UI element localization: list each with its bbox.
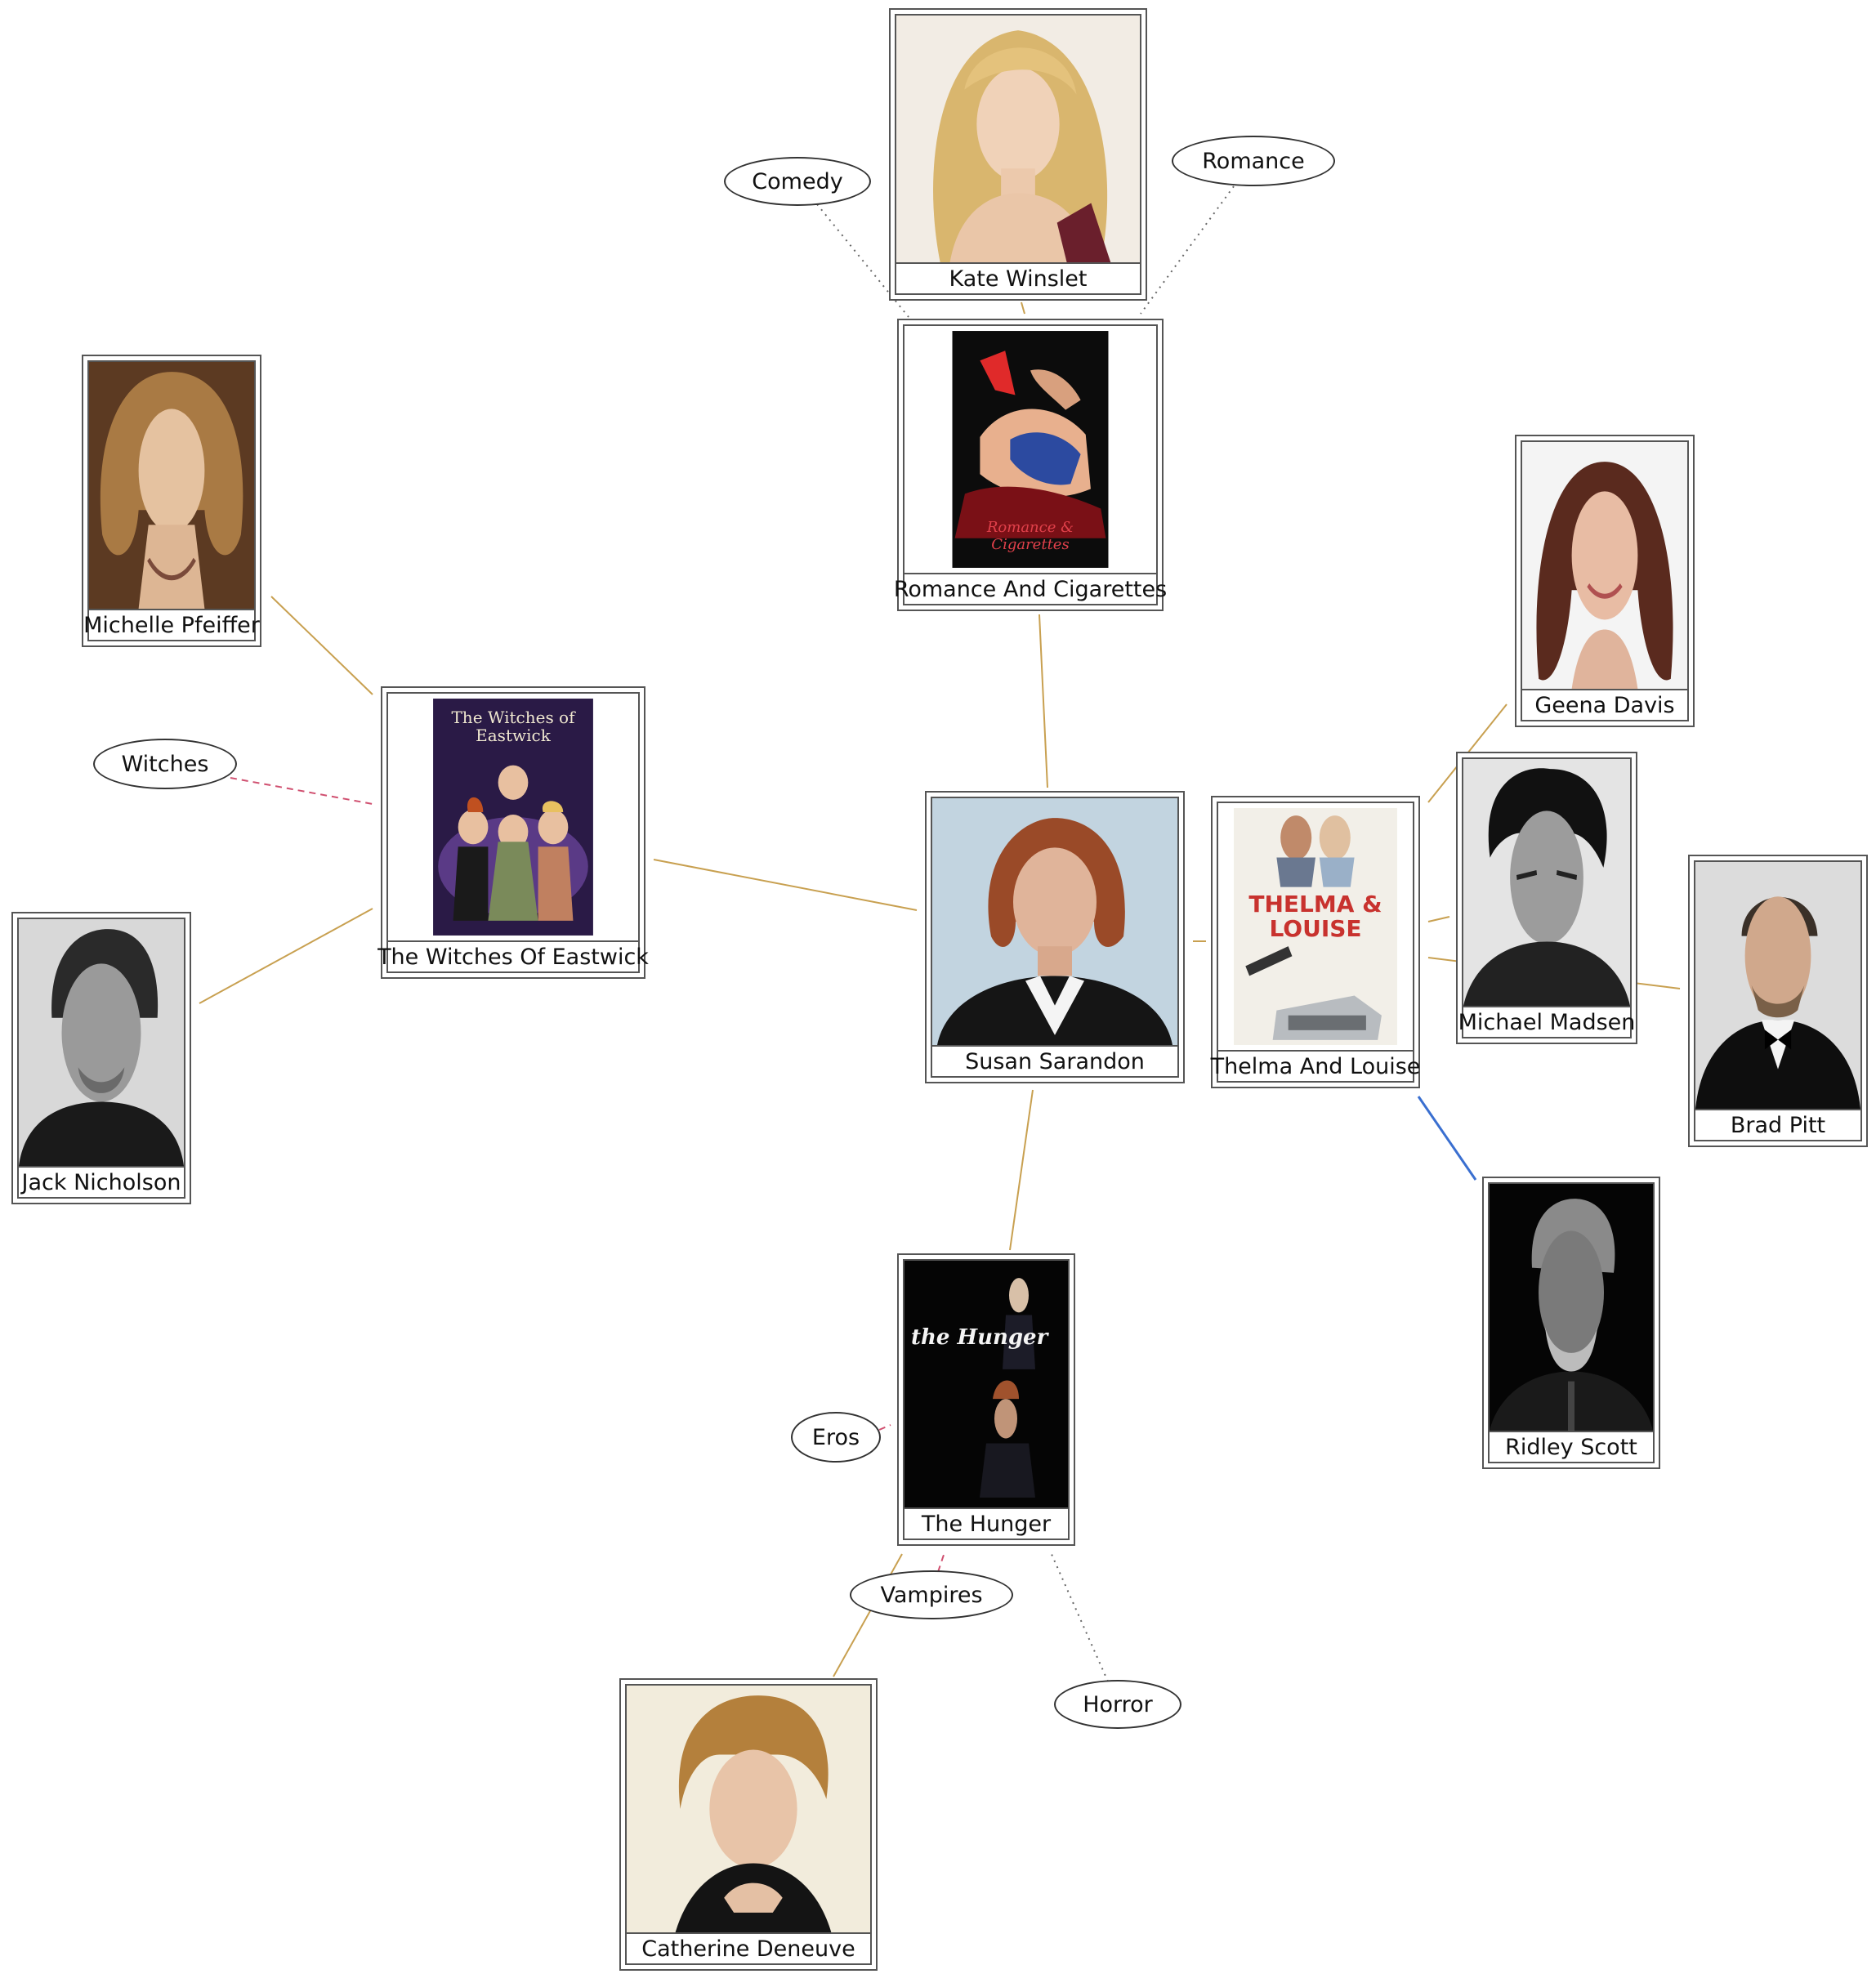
tag-horror[interactable]: Horror [1054, 1680, 1181, 1729]
person-node-jack-nicholson[interactable]: Jack Nicholson [11, 912, 191, 1204]
thelma-and-louise-poster: THELMA & LOUISE [1218, 803, 1413, 1050]
person-node-geena-davis[interactable]: Geena Davis [1515, 435, 1695, 727]
brad-pitt-portrait [1695, 862, 1860, 1109]
edge-comedy-romance-and-cigarettes [816, 203, 909, 318]
node-label: The Witches Of Eastwick [377, 940, 649, 971]
catherine-deneuve-portrait [627, 1686, 870, 1932]
poster-title-text: Romance & Cigarettes [986, 518, 1074, 553]
edge-witches-of-eastwick-susan-sarandon [653, 859, 918, 911]
person-node-ridley-scott[interactable]: Ridley Scott [1482, 1177, 1660, 1469]
node-label: Jack Nicholson [19, 1166, 184, 1197]
node-label: Romance And Cigarettes [894, 573, 1167, 604]
person-node-susan-sarandon[interactable]: Susan Sarandon [925, 791, 1185, 1083]
node-label: Susan Sarandon [932, 1045, 1177, 1076]
michelle-pfeiffer-portrait [89, 362, 254, 609]
edge-vampires-the-hunger [937, 1552, 945, 1573]
person-node-catherine-deneuve[interactable]: Catherine Deneuve [619, 1678, 878, 1971]
edge-kate-winslet-romance-and-cigarettes [1021, 301, 1025, 315]
witches-of-eastwick-poster: The Witches of Eastwick [388, 694, 638, 940]
susan-sarandon-portrait [932, 798, 1177, 1045]
node-label: Thelma And Louise [1211, 1050, 1420, 1081]
tag-comedy[interactable]: Comedy [724, 157, 871, 206]
ridley-scott-portrait [1490, 1184, 1653, 1431]
edge-eros-the-hunger [878, 1424, 891, 1431]
poster-title-text: the Hunger [911, 1324, 1048, 1350]
kate-winslet-portrait [896, 16, 1140, 262]
tag-eros[interactable]: Eros [791, 1412, 881, 1463]
edge-jack-nicholson-witches-of-eastwick [199, 908, 373, 1004]
node-label: Catherine Deneuve [627, 1932, 870, 1963]
movie-node-the-hunger[interactable]: the Hunger The Hunger [897, 1253, 1075, 1546]
edge-horror-the-hunger [1050, 1552, 1109, 1682]
poster-title-text: THELMA & LOUISE [1248, 890, 1382, 942]
geena-davis-portrait [1522, 442, 1687, 689]
romance-and-cigarettes-poster: Romance & Cigarettes [904, 326, 1156, 573]
edge-michael-madsen-thelma-and-louise [1427, 916, 1450, 922]
jack-nicholson-portrait [19, 919, 184, 1166]
person-node-brad-pitt[interactable]: Brad Pitt [1688, 855, 1868, 1147]
node-label: Michelle Pfeiffer [83, 609, 260, 640]
tag-witches[interactable]: Witches [93, 739, 237, 789]
node-label: The Hunger [904, 1507, 1068, 1539]
node-label: Brad Pitt [1695, 1109, 1860, 1140]
poster-title-text: The Witches of Eastwick [451, 708, 575, 746]
movie-node-witches-of-eastwick[interactable]: The Witches of Eastwick The Witches Of E… [377, 686, 649, 979]
node-label: Geena Davis [1522, 689, 1687, 720]
person-node-michelle-pfeiffer[interactable]: Michelle Pfeiffer [82, 355, 261, 647]
the-hunger-poster: the Hunger [904, 1261, 1068, 1507]
movie-node-thelma-and-louise[interactable]: THELMA & LOUISE Thelma And Louise [1211, 796, 1420, 1088]
michael-madsen-portrait [1463, 759, 1630, 1006]
node-label: Michael Madsen [1458, 1006, 1635, 1037]
edge-michelle-pfeiffer-witches-of-eastwick [270, 596, 373, 695]
tag-vampires[interactable]: Vampires [850, 1570, 1013, 1619]
movie-node-romance-and-cigarettes[interactable]: Romance & Cigarettes Romance And Cigaret… [894, 319, 1167, 611]
edge-romance-romance-and-cigarettes [1140, 185, 1235, 315]
tag-romance[interactable]: Romance [1172, 136, 1335, 186]
person-node-kate-winslet[interactable]: Kate Winslet [889, 8, 1147, 301]
node-label: Kate Winslet [896, 262, 1140, 293]
edge-ridley-scott-thelma-and-louise [1417, 1096, 1477, 1181]
node-label: Ridley Scott [1490, 1431, 1653, 1462]
edge-witches-witches-of-eastwick [230, 777, 373, 805]
person-node-michael-madsen[interactable]: Michael Madsen [1456, 752, 1637, 1044]
edge-susan-sarandon-the-hunger [1009, 1089, 1034, 1251]
edge-romance-and-cigarettes-susan-sarandon [1038, 614, 1048, 788]
